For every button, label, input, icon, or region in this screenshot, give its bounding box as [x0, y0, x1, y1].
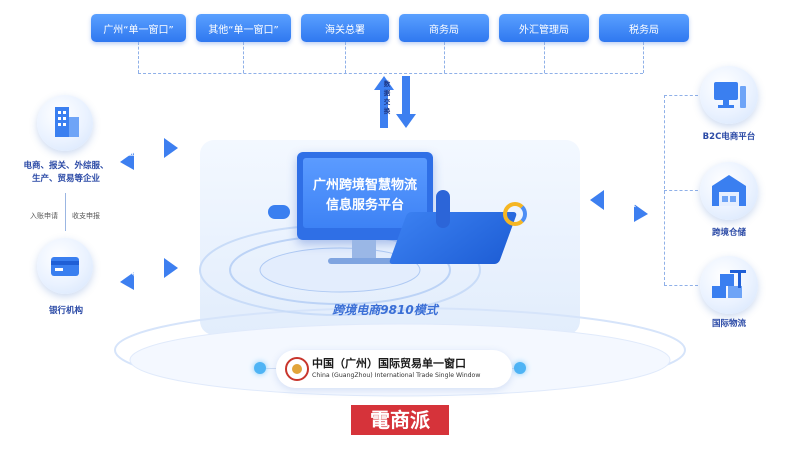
single-window-logo-box: 中国（广州）国际贸易单一窗口 China (GuangZhou) Interna…	[276, 350, 512, 388]
flow-left-label: 入账申请	[30, 212, 58, 220]
data-exchange-arrows	[374, 76, 416, 128]
single-window-logo-icon	[285, 357, 309, 381]
connector-v2	[243, 42, 244, 73]
settlement-arrow-label: 收结汇	[131, 269, 153, 277]
flow-right-label: 收支申报	[72, 212, 100, 220]
settlement-arrows	[120, 258, 178, 290]
left-dot	[254, 362, 266, 374]
person-figure	[436, 190, 450, 228]
top-node-commerce: 商务局	[399, 14, 489, 42]
flow-arrow-line	[65, 193, 66, 231]
right-dot	[514, 362, 526, 374]
screen-title-line1: 广州跨境智慧物流	[312, 178, 417, 193]
connector-v3	[345, 42, 346, 73]
top-node-guangzhou-single-window: 广州“单一窗口”	[91, 14, 186, 42]
bank-icon-circle	[37, 238, 93, 294]
right-connector-h3	[664, 285, 698, 286]
chart-ring	[503, 202, 527, 226]
data-exchange-label: 数据交换	[383, 80, 391, 115]
enterprise-label-line1: 电商、报关、外综服、	[23, 161, 109, 171]
single-window-cn-title: 中国（广州）国际贸易单一窗口	[312, 357, 466, 370]
top-node-other-single-window: 其他“单一窗口”	[196, 14, 291, 42]
top-node-tax: 税务局	[599, 14, 689, 42]
platform-tablet	[388, 212, 518, 264]
bank-card-icon	[51, 257, 79, 276]
logistics-icon-circle	[700, 256, 758, 314]
enterprise-icon-circle	[37, 95, 93, 151]
warehouse-icon-circle	[700, 162, 758, 220]
single-window-en-title: China (GuangZhou) International Trade Si…	[312, 372, 481, 379]
building-icon	[55, 107, 79, 137]
logistics-label: 国际物流	[711, 319, 746, 329]
connector-v1	[138, 42, 139, 73]
monitor-base	[328, 258, 398, 264]
connector-v5	[544, 42, 545, 73]
b2c-icon-circle	[700, 66, 758, 124]
bank-label: 银行机构	[48, 306, 83, 316]
mode-label: 跨境电商9810模式	[332, 303, 438, 317]
business-arrow-label: 业务办理	[128, 149, 156, 157]
connector-v4	[444, 42, 445, 73]
screen-title-line2: 信息服务平台	[325, 198, 404, 213]
monitor-icon	[714, 82, 746, 108]
cloud-icon	[268, 205, 290, 219]
top-node-forex: 外汇管理局	[499, 14, 589, 42]
warehouse-label: 跨境仓储	[711, 228, 746, 238]
right-connector-h2	[664, 190, 698, 191]
b2c-label: B2C电商平台	[702, 132, 756, 142]
business-arrows	[120, 138, 178, 170]
monitor-stand	[352, 240, 376, 260]
docking-arrows	[590, 190, 648, 222]
watermark-logo: 電商派	[351, 405, 449, 435]
top-connector-line	[138, 73, 643, 74]
warehouse-icon	[712, 175, 746, 206]
top-node-customs: 海关总署	[301, 14, 389, 42]
connector-v6	[643, 42, 644, 73]
docking-arrow-label: 数据对接	[608, 200, 636, 208]
container-crane-icon	[712, 270, 746, 298]
enterprise-label-line2: 生产、贸易等企业	[31, 174, 100, 184]
right-connector-h1	[664, 95, 698, 96]
